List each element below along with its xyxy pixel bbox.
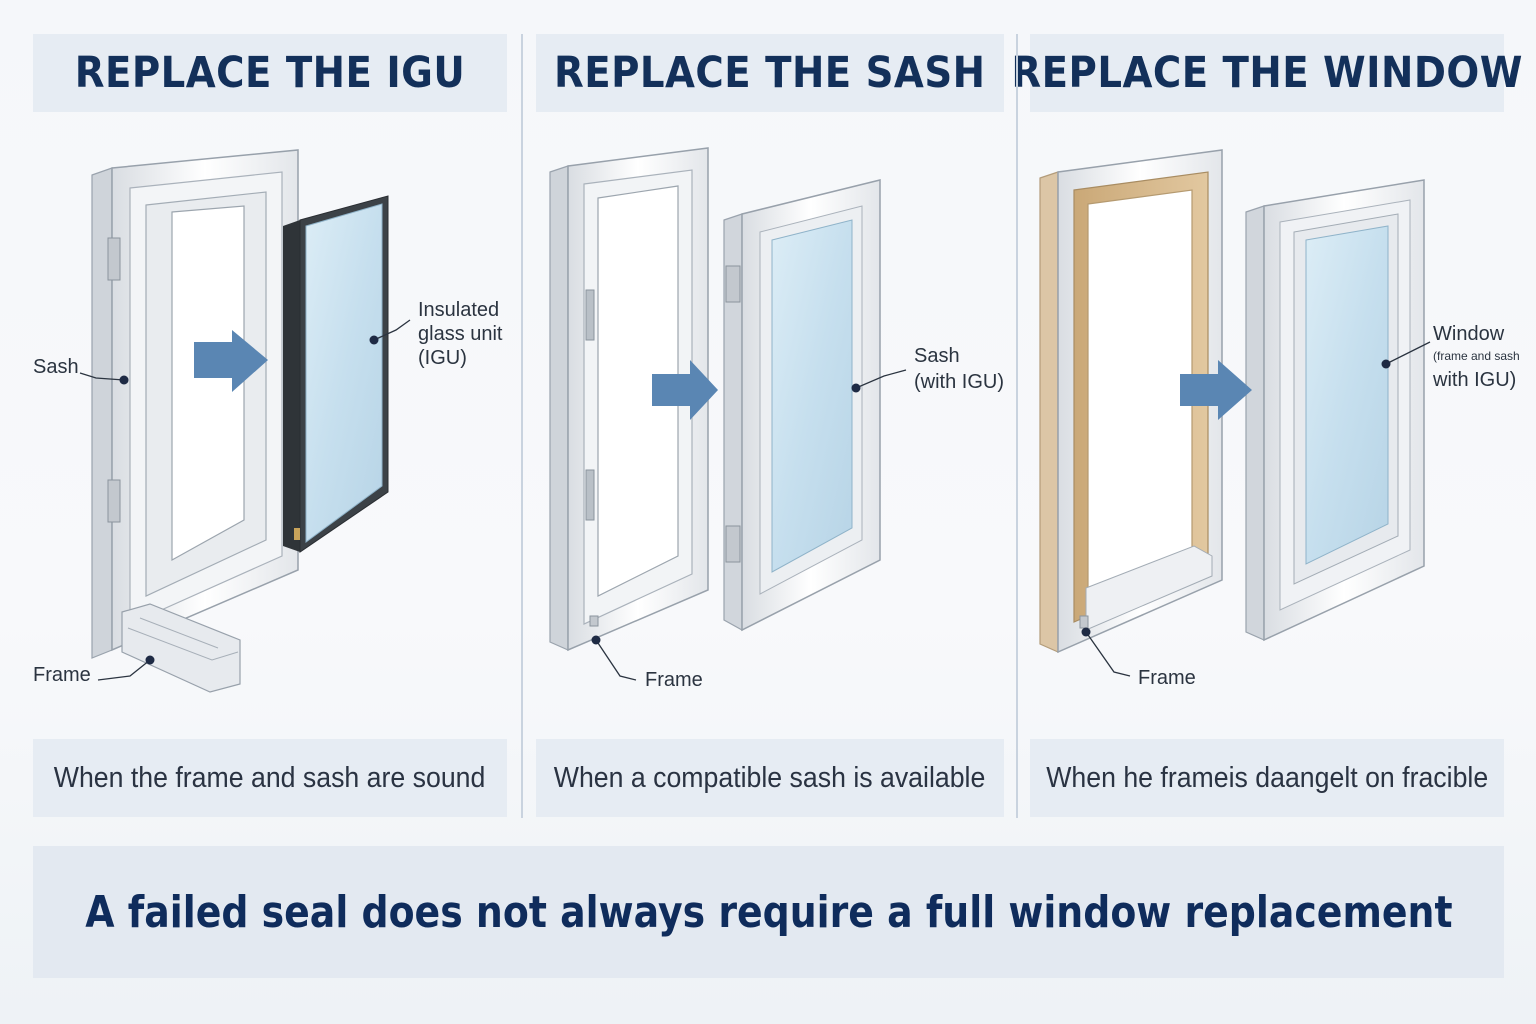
label-frame-1: Frame	[33, 664, 91, 686]
panel-3-header: REPLACE THE WINDOW	[1011, 34, 1522, 112]
panel-3-frame-drawing	[1039, 149, 1223, 654]
panel-2-sash-drawing	[723, 179, 881, 632]
divider-2	[1016, 34, 1018, 818]
panel-2-frame-drawing	[549, 147, 709, 652]
footer-text: A failed seal does not always require a …	[84, 886, 1453, 938]
panel-1-igu-drawing	[283, 195, 389, 553]
label-sash-line2: (with IGU)	[914, 371, 1004, 393]
label-window-line3: with IGU)	[1433, 369, 1517, 391]
label-window-line1: Window	[1433, 323, 1505, 345]
panel-3-title: REPLACE THE WINDOW	[1011, 48, 1523, 98]
panel-1-header: REPLACE THE IGU	[33, 34, 507, 112]
leader-dots	[119, 335, 1391, 665]
leader-lines	[79, 319, 1431, 681]
arrow-2	[652, 360, 718, 420]
label-frame-2: Frame	[645, 669, 703, 691]
label-window-line2: (frame and sash	[1433, 349, 1520, 363]
arrow-3	[1180, 360, 1252, 420]
panel-1-frame-drawing	[91, 149, 299, 693]
panel-1-caption-box: When the frame and sash are sound	[33, 739, 507, 817]
label-igu-line2: glass unit	[418, 323, 503, 345]
label-sash: Sash	[33, 356, 79, 378]
illustration-layer	[79, 147, 1431, 693]
panel-2-caption-box: When a compatible sash is available	[536, 739, 1004, 817]
label-igu-line1: Insulated	[418, 299, 500, 321]
panel-2-caption: When a compatible sash is available	[554, 761, 986, 794]
panel-3-caption: When he frameis daangelt on fracible	[1046, 761, 1488, 794]
label-igu-line3: (IGU)	[418, 347, 467, 369]
panel-1-title: REPLACE THE IGU	[74, 48, 466, 98]
panel-3-caption-box: When he frameis daangelt on fracible	[1030, 739, 1504, 817]
arrow-1	[194, 330, 268, 392]
footer-banner: A failed seal does not always require a …	[33, 846, 1504, 978]
divider-1	[521, 34, 523, 818]
panel-2-header: REPLACE THE SASH	[536, 34, 1004, 112]
label-sash-line1: Sash	[914, 345, 960, 367]
label-frame-3: Frame	[1138, 667, 1196, 689]
panel-2-title: REPLACE THE SASH	[554, 48, 986, 98]
panel-3-window-drawing	[1245, 179, 1425, 642]
panel-1-caption: When the frame and sash are sound	[54, 761, 486, 794]
